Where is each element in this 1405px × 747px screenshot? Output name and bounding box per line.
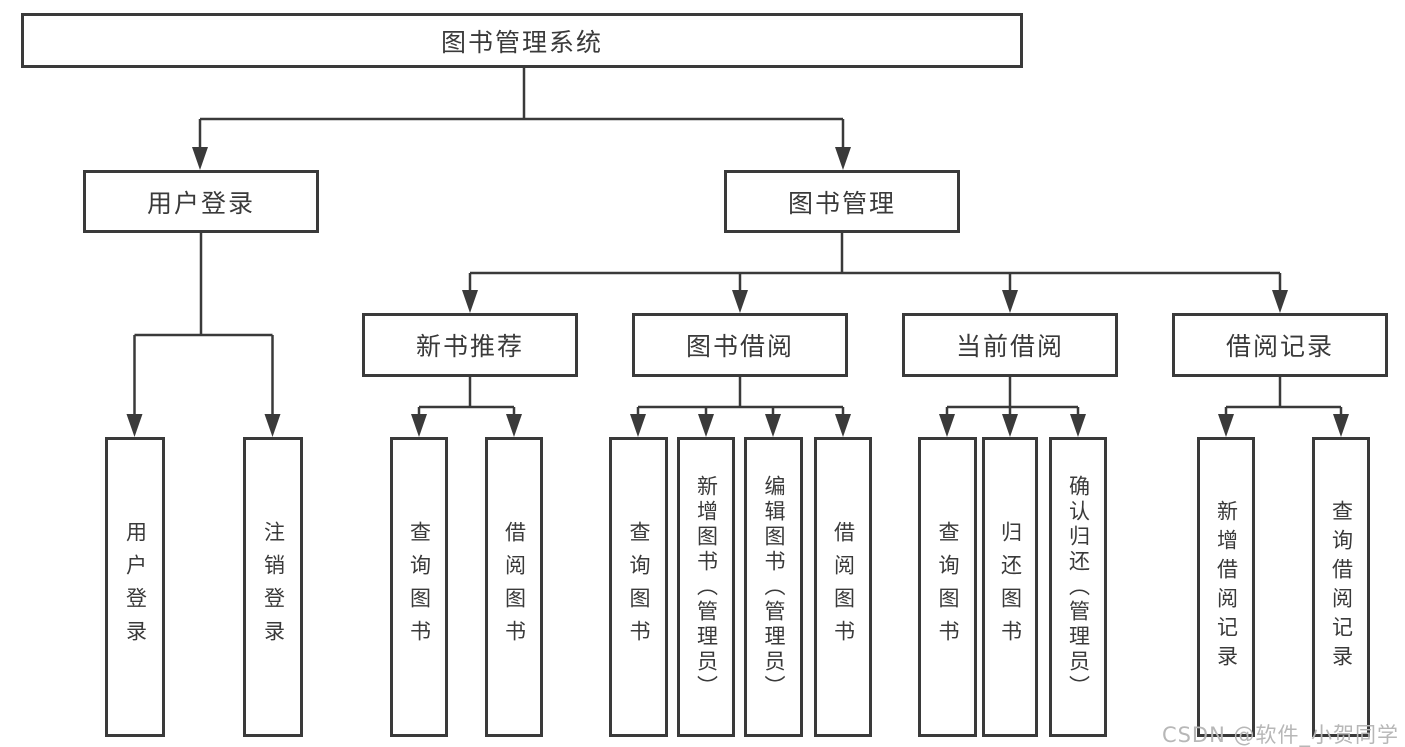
node-root-label: 图书管理系统 xyxy=(440,27,603,57)
node-current-query-books: 查询图书 xyxy=(918,437,977,737)
node-current-borrowing-label: 当前借阅 xyxy=(955,332,1064,361)
arrow-down-icon xyxy=(939,414,955,437)
connector-borrowing-records xyxy=(1224,377,1343,420)
node-add-book-admin: 新增图书（管理员） xyxy=(677,437,735,737)
connector-new-book-recommendation xyxy=(417,377,516,420)
node-add-borrow-record: 新增借阅记录 xyxy=(1197,437,1255,737)
arrowheads xyxy=(126,147,1349,437)
arrow-down-icon xyxy=(1218,414,1234,437)
connector-book-borrowing xyxy=(636,377,845,420)
arrow-down-icon xyxy=(835,414,851,437)
watermark: CSDN @软件_小贺同学 xyxy=(1161,723,1399,747)
node-recommend-borrow-books-label: 借阅图书 xyxy=(502,521,527,653)
connector-root xyxy=(198,68,845,152)
node-logout-label: 注销登录 xyxy=(261,521,286,653)
arrow-down-icon xyxy=(630,414,646,437)
arrow-down-icon xyxy=(264,414,281,437)
node-query-borrow-record: 查询借阅记录 xyxy=(1312,437,1370,737)
arrow-down-icon xyxy=(1333,414,1349,437)
node-book-borrowing-label: 图书借阅 xyxy=(685,332,794,361)
node-borrowing-records: 借阅记录 xyxy=(1172,313,1388,377)
node-borrowing-borrow-books: 借阅图书 xyxy=(814,437,872,737)
arrow-down-icon xyxy=(462,290,478,313)
node-edit-book-admin-label: 编辑图书（管理员） xyxy=(762,474,786,700)
node-borrowing-query-books-label: 查询图书 xyxy=(627,521,651,653)
node-borrowing-borrow-books-label: 借阅图书 xyxy=(831,521,856,653)
connector-lines xyxy=(133,68,1343,420)
node-query-borrow-record-label: 查询借阅记录 xyxy=(1329,500,1354,674)
node-new-book-recommendation-label: 新书推荐 xyxy=(415,332,524,361)
arrow-down-icon xyxy=(192,147,208,170)
arrow-down-icon xyxy=(506,414,522,437)
node-current-borrowing: 当前借阅 xyxy=(902,313,1118,377)
node-add-book-admin-label: 新增图书（管理员） xyxy=(694,474,719,700)
node-edit-book-admin: 编辑图书（管理员） xyxy=(744,437,803,737)
node-recommend-query-books: 查询图书 xyxy=(390,437,448,737)
node-add-borrow-record-label: 新增借阅记录 xyxy=(1214,500,1239,674)
connector-user-login xyxy=(133,233,274,420)
arrow-down-icon xyxy=(765,414,781,437)
node-borrowing-records-label: 借阅记录 xyxy=(1225,332,1334,361)
node-logout: 注销登录 xyxy=(243,437,303,737)
node-recommend-query-books-label: 查询图书 xyxy=(407,521,432,653)
node-user-login-leaf: 用户登录 xyxy=(105,437,165,737)
node-user-login-label: 用户登录 xyxy=(146,188,255,218)
arrow-down-icon xyxy=(835,147,851,170)
node-current-query-books-label: 查询图书 xyxy=(936,521,960,653)
arrow-down-icon xyxy=(732,290,748,313)
arrow-down-icon xyxy=(126,414,143,437)
node-confirm-return-admin-label: 确认归还（管理员） xyxy=(1066,474,1091,700)
node-recommend-borrow-books: 借阅图书 xyxy=(485,437,543,737)
arrow-down-icon xyxy=(1002,290,1018,313)
arrow-down-icon xyxy=(1272,290,1288,313)
node-book-borrowing: 图书借阅 xyxy=(632,313,848,377)
node-new-book-recommendation: 新书推荐 xyxy=(362,313,578,377)
node-root: 图书管理系统 xyxy=(21,13,1023,68)
node-confirm-return-admin: 确认归还（管理员） xyxy=(1049,437,1107,737)
arrow-down-icon xyxy=(1070,414,1086,437)
arrow-down-icon xyxy=(411,414,427,437)
node-book-management-label: 图书管理 xyxy=(787,188,896,218)
arrow-down-icon xyxy=(698,414,714,437)
node-user-login: 用户登录 xyxy=(83,170,319,233)
node-user-login-leaf-label: 用户登录 xyxy=(123,521,148,653)
node-return-books-label: 归还图书 xyxy=(998,521,1023,653)
node-return-books: 归还图书 xyxy=(982,437,1038,737)
connector-current-borrowing xyxy=(945,377,1080,420)
node-book-management: 图书管理 xyxy=(724,170,960,233)
arrow-down-icon xyxy=(1002,414,1018,437)
node-borrowing-query-books: 查询图书 xyxy=(609,437,668,737)
connector-book-management xyxy=(468,233,1282,296)
